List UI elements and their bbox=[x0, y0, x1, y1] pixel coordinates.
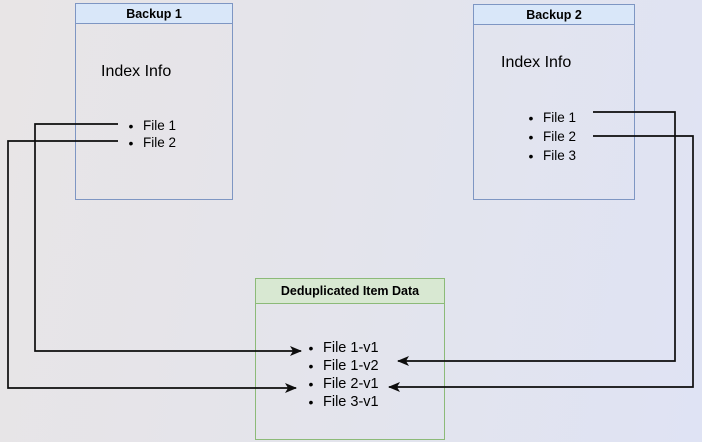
list-item: • File 3-v1 bbox=[306, 393, 379, 411]
list-item: • File 1 bbox=[526, 108, 576, 127]
list-item: • File 2 bbox=[526, 127, 576, 146]
bullet-icon: • bbox=[308, 340, 314, 356]
bullet-icon: • bbox=[128, 117, 134, 134]
node-backup1-title: Backup 1 bbox=[126, 6, 182, 21]
node-dedup-title: Deduplicated Item Data bbox=[280, 284, 420, 298]
bullet-icon: • bbox=[308, 376, 314, 392]
list-item-label: File 2 bbox=[543, 129, 577, 144]
node-backup2-file-list: • File 1 • File 2 • File 3 bbox=[526, 108, 576, 165]
node-backup2: Backup 2 Index Info • File 1 • File 2 • File … bbox=[473, 4, 635, 200]
list-item: • File 2-v1 bbox=[306, 375, 379, 393]
node-backup1-header: Backup 1 bbox=[76, 4, 232, 24]
node-backup2-subtitle: Index Info bbox=[501, 54, 572, 71]
bullet-icon: • bbox=[528, 128, 534, 145]
node-backup1-file-list: • File 1 • File 2 bbox=[126, 117, 176, 151]
bullet-icon: • bbox=[528, 109, 534, 126]
list-item-label: File 1-v1 bbox=[323, 340, 379, 356]
list-item-label: File 2-v1 bbox=[323, 376, 379, 392]
list-item-label: File 3 bbox=[543, 148, 577, 163]
list-item-label: File 1 bbox=[143, 118, 177, 133]
node-backup2-title: Backup 2 bbox=[526, 7, 582, 22]
node-backup1-subtitle: Index Info bbox=[101, 63, 172, 80]
node-backup1: Backup 1 Index Info • File 1 • File 2 bbox=[75, 3, 233, 200]
node-backup2-header: Backup 2 bbox=[474, 5, 634, 25]
list-item-label: File 3-v1 bbox=[323, 394, 379, 410]
list-item-label: File 2 bbox=[143, 135, 177, 150]
bullet-icon: • bbox=[128, 134, 134, 151]
node-dedup-header: Deduplicated Item Data bbox=[256, 279, 444, 304]
bullet-icon: • bbox=[528, 147, 534, 164]
list-item-label: File 1 bbox=[543, 110, 577, 125]
node-deduplicated-item-data: Deduplicated Item Data • File 1-v1 • File 1… bbox=[255, 278, 445, 440]
node-dedup-file-list: • File 1-v1 • File 1-v2 • File 2-v1 • File 3-v1 bbox=[306, 339, 379, 411]
bullet-icon: • bbox=[308, 358, 314, 374]
bullet-icon: • bbox=[308, 394, 314, 410]
list-item: • File 1-v2 bbox=[306, 357, 379, 375]
list-item: • File 2 bbox=[126, 134, 176, 151]
list-item: • File 1 bbox=[126, 117, 176, 134]
list-item-label: File 1-v2 bbox=[323, 358, 379, 374]
list-item: • File 1-v1 bbox=[306, 339, 379, 357]
list-item: • File 3 bbox=[526, 146, 576, 165]
